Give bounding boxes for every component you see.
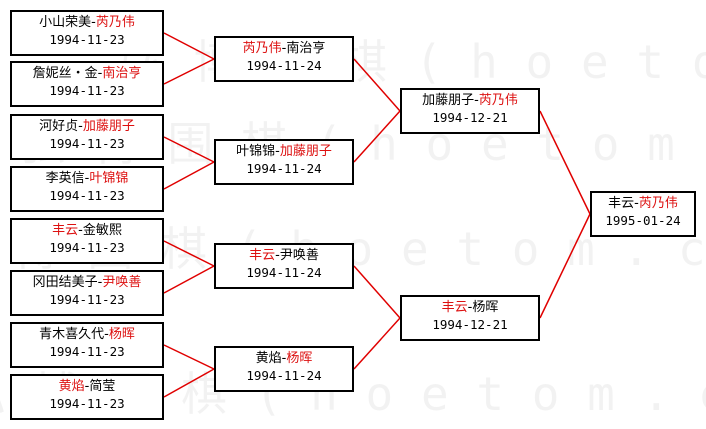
connector-line <box>163 161 215 190</box>
match-r2-4: 黄焰-杨晖 1994-11-24 <box>214 346 354 392</box>
match-date: 1994-11-23 <box>49 240 125 255</box>
player-1: 叶锦锦 <box>236 144 276 159</box>
match-r1-2: 詹妮丝・金-南治亨 1994-11-23 <box>10 61 164 107</box>
connector-line <box>163 368 215 398</box>
player-1: 芮乃伟 <box>242 41 282 56</box>
player-1: 詹妮丝・金 <box>32 66 98 81</box>
player-1: 加藤朋子 <box>422 93 475 108</box>
player-2: 南治亨 <box>286 41 326 56</box>
player-2: 芮乃伟 <box>638 196 678 211</box>
match-date: 1994-11-24 <box>246 265 322 280</box>
match-r1-4: 李英信-叶锦锦 1994-11-23 <box>10 166 164 212</box>
separator: - <box>91 15 96 30</box>
player-2: 叶锦锦 <box>89 171 129 186</box>
player-2: 简莹 <box>89 379 116 394</box>
match-r1-3: 河好贞-加藤朋子 1994-11-23 <box>10 114 164 160</box>
separator: - <box>104 327 109 342</box>
match-date: 1994-11-23 <box>49 136 125 151</box>
match-r2-3: 丰云-尹唤善 1994-11-24 <box>214 243 354 289</box>
separator: - <box>78 119 83 134</box>
player-2: 加藤朋子 <box>82 119 135 134</box>
player-1: 河好贞 <box>39 119 79 134</box>
match-r2-2: 叶锦锦-加藤朋子 1994-11-24 <box>214 139 354 185</box>
connector-line <box>163 265 215 294</box>
match-date: 1994-11-23 <box>49 396 125 411</box>
player-2: 芮乃伟 <box>95 15 135 30</box>
player-1: 丰云 <box>608 196 635 211</box>
player-1: 青木喜久代 <box>39 327 105 342</box>
connector-line <box>163 32 215 60</box>
match-date: 1994-11-24 <box>246 368 322 383</box>
separator: - <box>634 196 639 211</box>
match-date: 1994-11-24 <box>246 58 322 73</box>
match-r1-6: 冈田结美子-尹唤善 1994-11-23 <box>10 270 164 316</box>
separator: - <box>275 144 280 159</box>
match-date: 1995-01-24 <box>605 213 681 228</box>
player-1: 冈田结美子 <box>32 275 98 290</box>
connector-line <box>163 240 215 267</box>
match-r1-7: 青木喜久代-杨晖 1994-11-23 <box>10 322 164 368</box>
connector-line <box>353 265 401 319</box>
separator: - <box>78 223 83 238</box>
connector-line <box>163 58 215 85</box>
match-date: 1994-11-23 <box>49 83 125 98</box>
match-date: 1994-11-24 <box>246 161 322 176</box>
match-r2-1: 芮乃伟-南治亨 1994-11-24 <box>214 36 354 82</box>
match-r1-5: 丰云-金敏熙 1994-11-23 <box>10 218 164 264</box>
match-r1-8: 黄焰-简莹 1994-11-23 <box>10 374 164 420</box>
player-1: 黄焰 <box>255 351 282 366</box>
connector-line <box>353 317 401 370</box>
player-1: 小山荣美 <box>39 15 92 30</box>
match-date: 1994-12-21 <box>432 110 508 125</box>
match-date: 1994-11-23 <box>49 32 125 47</box>
connector-line <box>539 110 591 215</box>
player-2: 尹唤善 <box>102 275 142 290</box>
player-2: 南治亨 <box>102 66 142 81</box>
player-2: 杨晖 <box>286 351 313 366</box>
separator: - <box>281 41 287 56</box>
match-date: 1994-11-23 <box>49 292 125 307</box>
player-2: 尹唤善 <box>279 248 319 263</box>
separator: - <box>84 171 90 186</box>
separator: - <box>467 300 473 315</box>
match-date: 1994-11-23 <box>49 344 125 359</box>
player-2: 芮乃伟 <box>478 93 518 108</box>
player-1: 丰云 <box>249 248 276 263</box>
player-2: 金敏熙 <box>82 223 122 238</box>
player-1: 李英信 <box>45 171 85 186</box>
match-final: 丰云-芮乃伟 1995-01-24 <box>590 191 696 237</box>
match-r3-2: 丰云-杨晖 1994-12-21 <box>400 295 540 341</box>
separator: - <box>474 93 479 108</box>
separator: - <box>275 248 280 263</box>
player-1: 黄焰 <box>58 379 85 394</box>
player-2: 杨晖 <box>108 327 135 342</box>
match-date: 1994-12-21 <box>432 317 508 332</box>
match-r3-1: 加藤朋子-芮乃伟 1994-12-21 <box>400 88 540 134</box>
player-2: 加藤朋子 <box>279 144 332 159</box>
player-2: 杨晖 <box>472 300 499 315</box>
connector-line <box>163 136 215 163</box>
separator: - <box>97 66 103 81</box>
separator: - <box>84 379 90 394</box>
player-1: 丰云 <box>52 223 79 238</box>
connector-line <box>163 344 215 370</box>
separator: - <box>97 275 103 290</box>
match-r1-1: 小山荣美-芮乃伟 1994-11-23 <box>10 10 164 56</box>
connector-line <box>353 58 401 112</box>
connector-line <box>539 213 591 319</box>
player-1: 丰云 <box>441 300 468 315</box>
separator: - <box>281 351 287 366</box>
connector-line <box>353 110 401 163</box>
match-date: 1994-11-23 <box>49 188 125 203</box>
